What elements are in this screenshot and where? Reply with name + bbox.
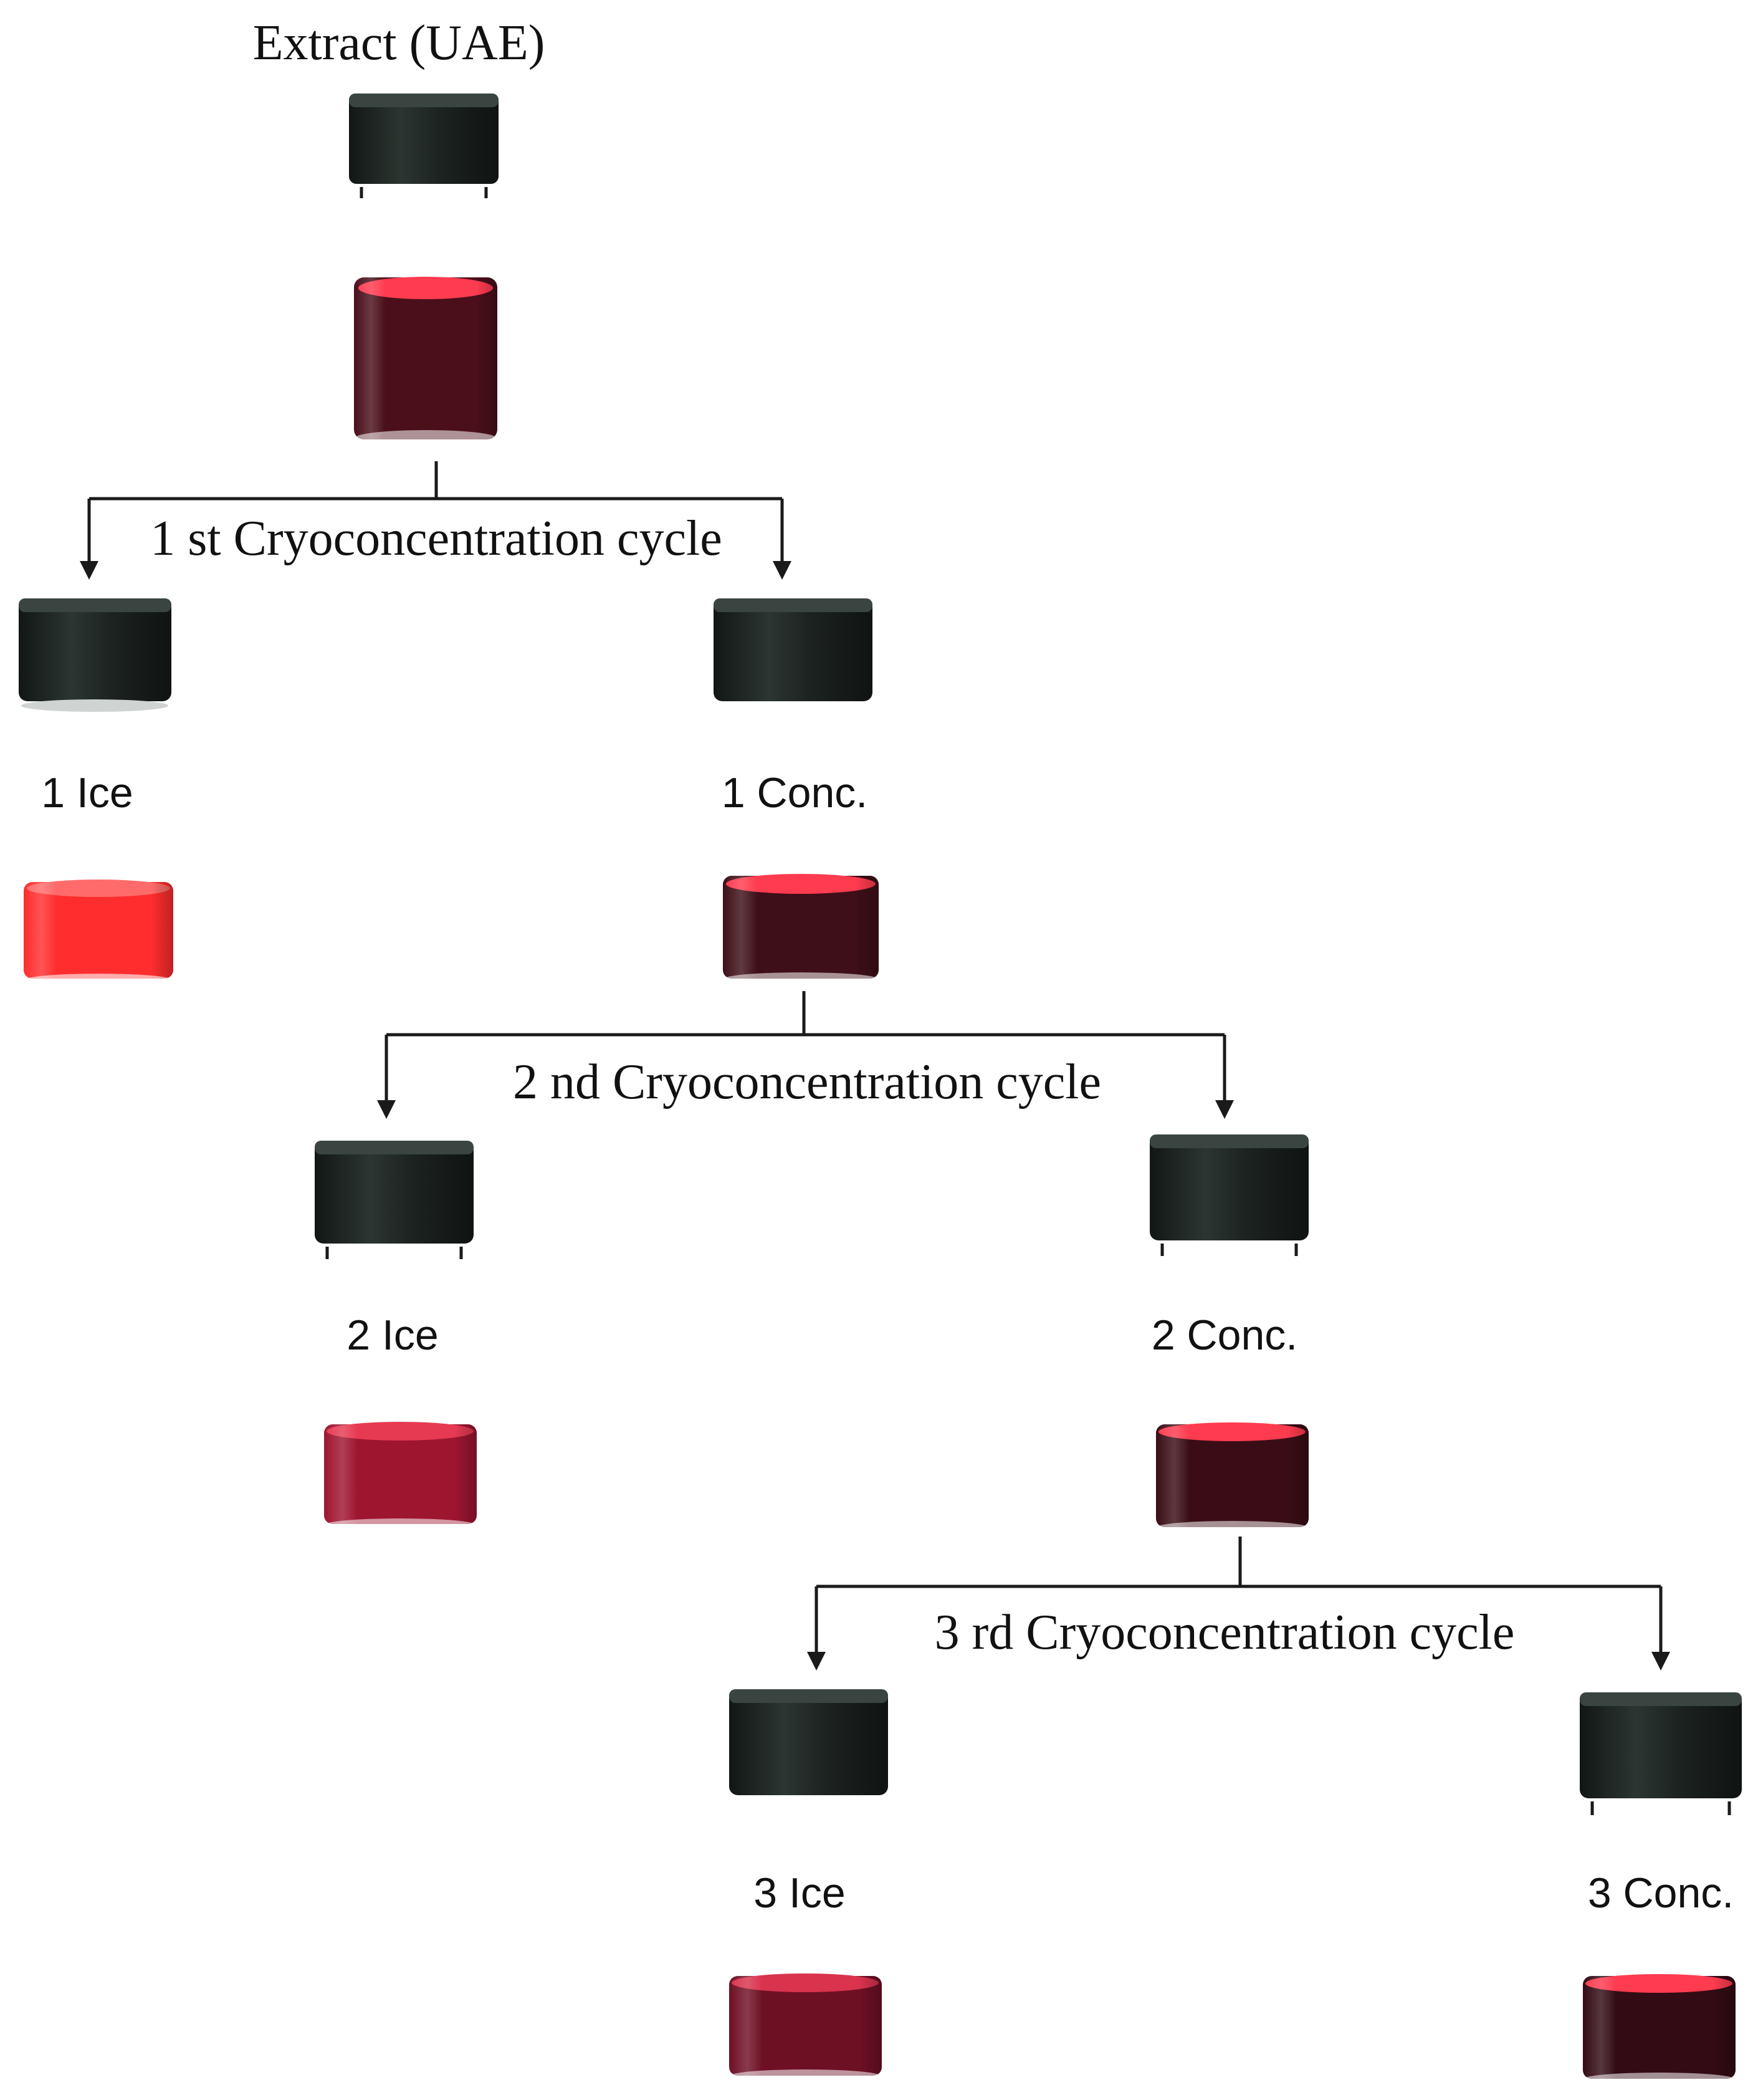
cycle-3: 3 rd Cryoconcentration cycle 3 Ice 3 Con… <box>729 1585 1742 2085</box>
ice-1-vial-cap <box>19 598 171 712</box>
ice-3-vial-liquid <box>729 1973 882 2082</box>
cycle-1-label: 1 st Cryoconcentration cycle <box>150 511 722 566</box>
conc-3-vial-cap <box>1580 1692 1742 1815</box>
conc-2-vial-cap <box>1150 1134 1309 1256</box>
conc-1-label: 1 Conc. <box>722 769 867 817</box>
cycle-3-arrow-ice <box>807 1652 826 1671</box>
conc-3-label: 3 Conc. <box>1588 1869 1734 1917</box>
root-label: Extract (UAE) <box>253 16 545 70</box>
cycle-2-arrow-ice <box>377 1100 396 1119</box>
ice-3-label: 3 Ice <box>753 1869 845 1917</box>
conc-2-vial-liquid <box>1156 1422 1309 1533</box>
ice-3-vial-cap <box>729 1689 888 1795</box>
ice-1-vial-liquid <box>24 880 173 986</box>
cycle-2-label: 2 nd Cryoconcentration cycle <box>513 1055 1101 1110</box>
cycle-1-arrow-conc <box>773 561 791 580</box>
cycle-1-arrow-ice <box>80 561 98 580</box>
cycle-2-arrow-conc <box>1215 1100 1234 1119</box>
root-vial-liquid <box>354 277 497 445</box>
ice-2-vial-liquid <box>324 1422 477 1531</box>
ice-1-label: 1 Ice <box>41 769 133 817</box>
cycle-3-label: 3 rd Cryoconcentration cycle <box>935 1605 1515 1660</box>
cycle-1: 1 st Cryoconcentration cycle 1 Ice 1 Con… <box>19 497 879 986</box>
cycle-2: 2 nd Cryoconcentration cycle 2 Ice 2 Con… <box>315 1033 1309 1533</box>
root-vial-cap <box>349 93 499 198</box>
conc-2-label: 2 Conc. <box>1152 1311 1297 1359</box>
conc-3-vial-liquid <box>1583 1974 1736 2085</box>
ice-2-vial-cap <box>315 1141 474 1259</box>
conc-1-vial-liquid <box>723 874 879 985</box>
ice-2-label: 2 Ice <box>346 1311 438 1359</box>
cycle-3-arrow-conc <box>1651 1652 1670 1671</box>
conc-1-vial-cap <box>714 598 872 701</box>
